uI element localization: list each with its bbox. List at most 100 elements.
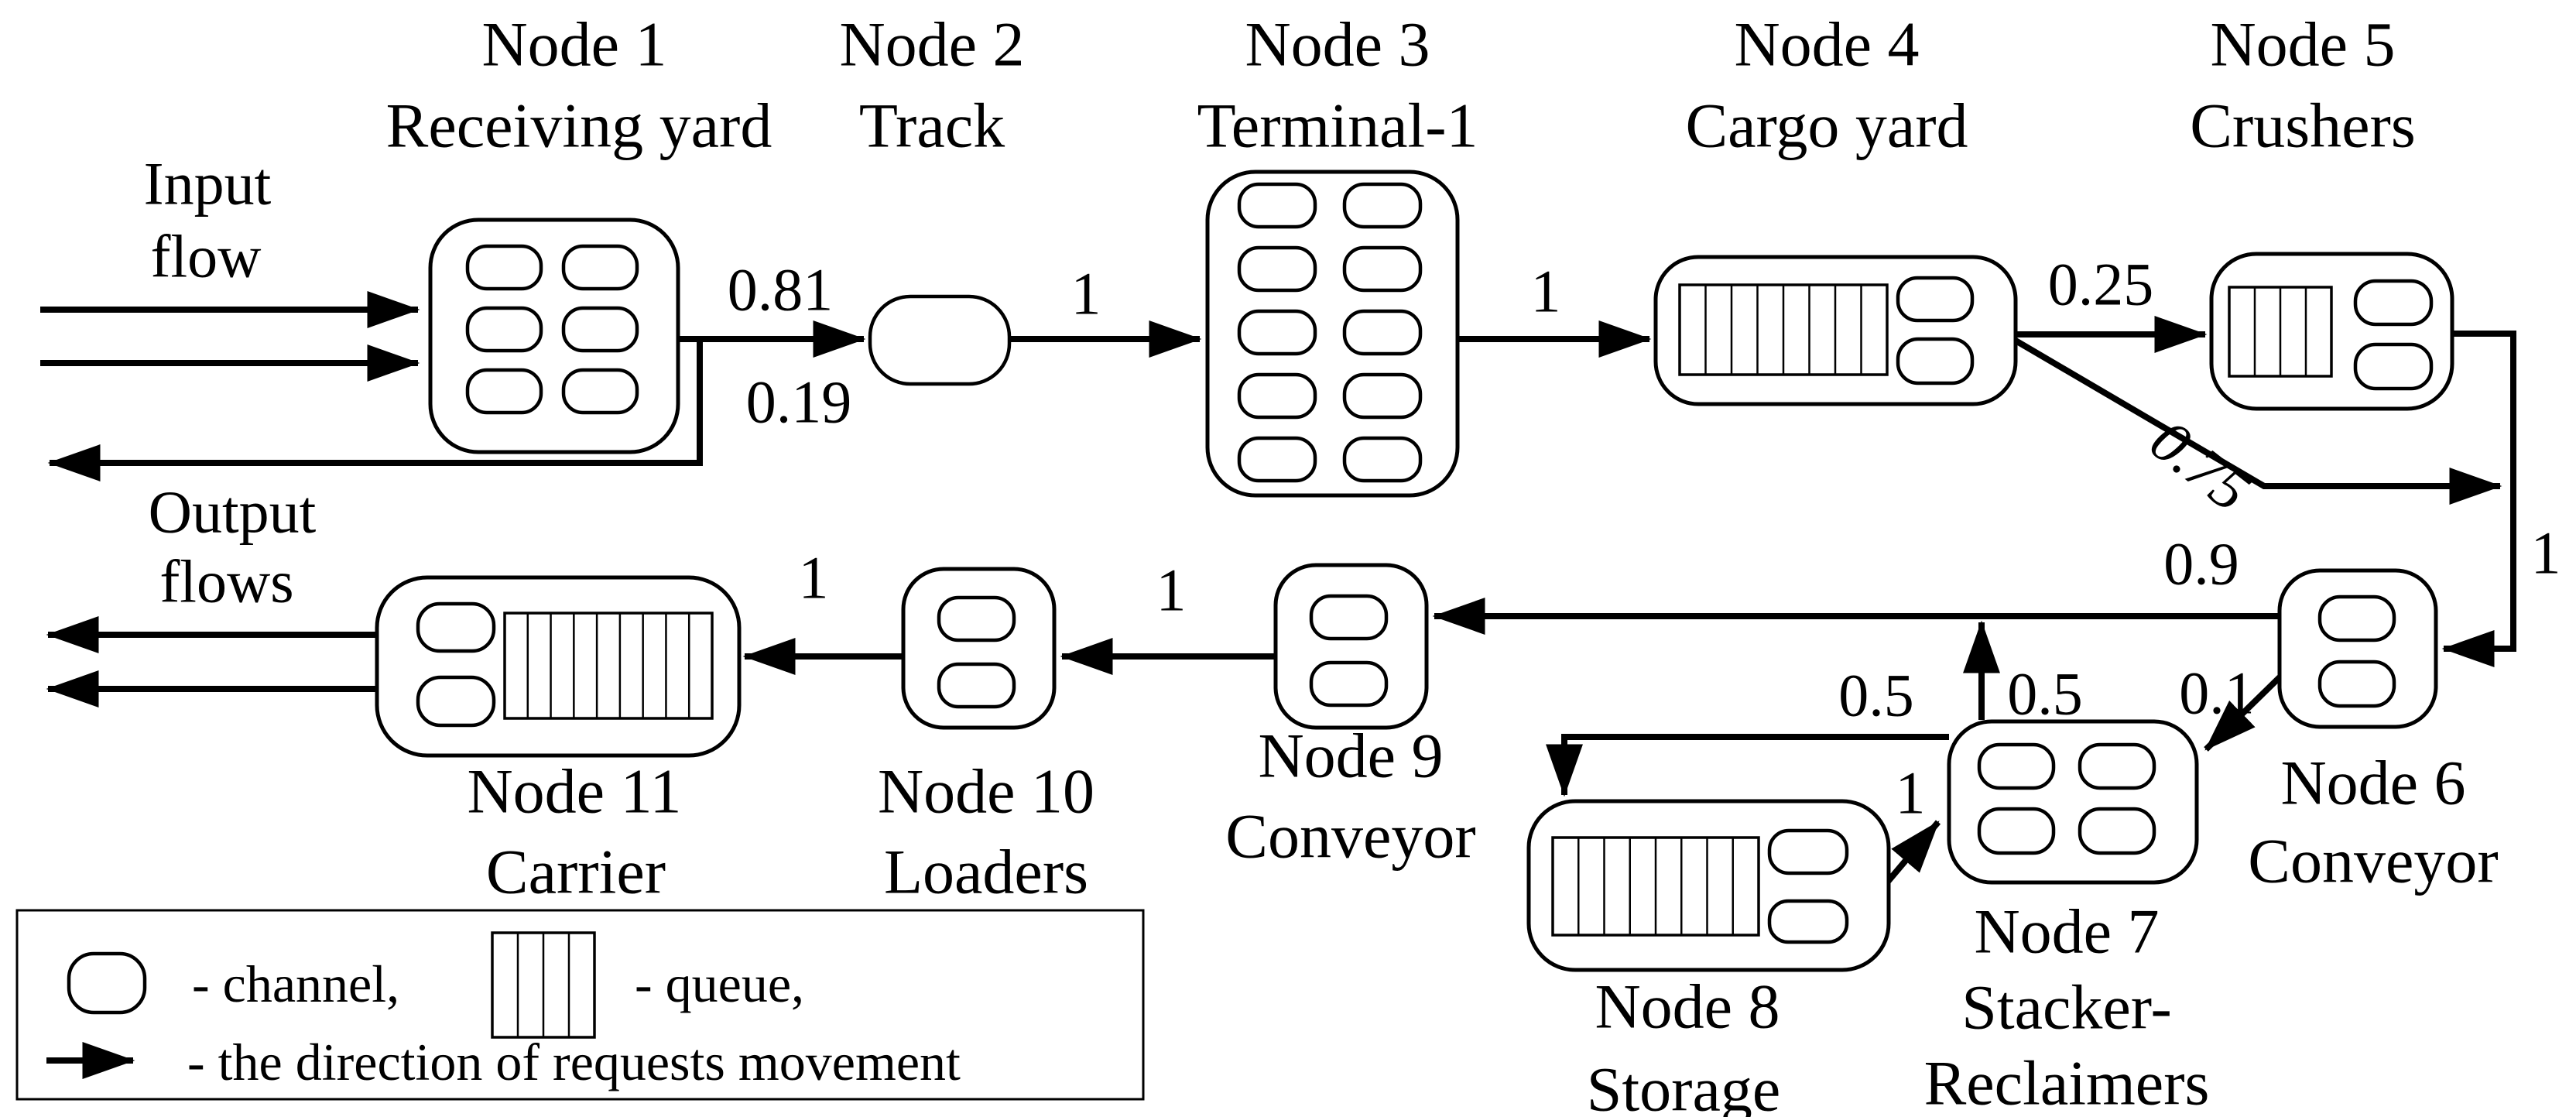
node-1-channel-icon xyxy=(465,244,543,291)
node-3-channel-icon xyxy=(1342,182,1423,229)
edge-node1-output xyxy=(47,339,703,481)
node-11-label-0: Node 11 xyxy=(467,756,681,827)
node-10-label-1: Loaders xyxy=(884,837,1088,907)
node-9-label-1: Conveyor xyxy=(1225,801,1475,872)
edge-label-node1-output: 0.19 xyxy=(746,368,852,436)
node-8-label-0: Node 8 xyxy=(1595,971,1780,1042)
node-1-label-0: Node 1 xyxy=(481,9,666,80)
edge-label-node7-node9: 0.5 xyxy=(2007,660,2083,728)
node-3-channel-icon xyxy=(1237,309,1317,356)
edge-label-node8-node7: 1 xyxy=(1896,759,1926,827)
node-10-channel-icon xyxy=(937,662,1016,709)
node-7-label-1: Stacker- xyxy=(1961,972,2172,1043)
node-9-label-0: Node 9 xyxy=(1258,721,1443,791)
edge-label-node6-node7: 0.1 xyxy=(2179,660,2255,727)
edge-label-node3-node4: 1 xyxy=(1531,258,1561,325)
node-7-label-2: Reclaimers xyxy=(1924,1048,2210,1117)
legend-box xyxy=(15,909,1145,1101)
node-1-channel-icon xyxy=(561,306,639,353)
legend-channel-icon xyxy=(67,951,147,1015)
node-11-label-1: Carrier xyxy=(486,837,666,907)
legend xyxy=(15,909,1145,1101)
node-10-label-0: Node 10 xyxy=(878,756,1094,827)
node-7-channel-icon xyxy=(1977,807,2056,855)
edge-node6-node7 xyxy=(2204,675,2282,752)
node-5-channel-icon xyxy=(2353,342,2434,391)
node-1-channel-icon xyxy=(465,368,543,415)
node-9-channel-icon xyxy=(1309,594,1389,641)
node-5 xyxy=(2209,252,2454,411)
node-8-channel-icon xyxy=(1767,899,1849,944)
node-6-channel-icon xyxy=(2317,660,2396,708)
node-2-channel-icon xyxy=(868,294,1012,386)
node-2-label-0: Node 2 xyxy=(839,9,1024,80)
node-7 xyxy=(1947,719,2199,885)
edge-label-node10-node11: 1 xyxy=(799,544,829,612)
node-3-channel-icon xyxy=(1342,372,1423,420)
node-1-channel-icon xyxy=(561,368,639,415)
input-flow-label-0: Input xyxy=(144,150,272,218)
node-9-channel-icon xyxy=(1309,660,1389,708)
node-2 xyxy=(868,294,1012,386)
edge-label-node2-node3: 1 xyxy=(1071,260,1101,327)
output-flows-label-1: flows xyxy=(159,548,293,615)
node-3-channel-icon xyxy=(1237,436,1317,483)
node-11-channel-icon xyxy=(416,675,496,728)
node-3-label-0: Node 3 xyxy=(1245,9,1430,80)
node-3-channel-icon xyxy=(1342,436,1423,483)
node-11-queue xyxy=(503,612,714,720)
node-11-channel-icon xyxy=(416,601,496,653)
edge-label-node9-node10: 1 xyxy=(1156,557,1187,624)
node-3-channel-icon xyxy=(1237,372,1317,420)
legend-label-channel: - channel, xyxy=(192,954,399,1013)
legend-label-arrow: - the direction of requests movement xyxy=(187,1033,961,1091)
node-8-channel-icon xyxy=(1767,828,1849,875)
node-5-label-0: Node 5 xyxy=(2210,9,2395,80)
node-6-label-1: Conveyor xyxy=(2248,826,2498,896)
edges-layer xyxy=(40,291,2516,885)
node-7-channel-icon xyxy=(2078,742,2156,790)
edge-node4-node6 xyxy=(2013,337,2502,505)
node-3-channel-icon xyxy=(1342,245,1423,293)
node-7-channel-icon xyxy=(2078,807,2156,855)
edge-label-node1-node2: 0.81 xyxy=(728,256,834,324)
node-1-channel-icon xyxy=(465,306,543,353)
node-4-channel-icon xyxy=(1896,276,1975,323)
edge-node5-node6 xyxy=(2441,331,2516,667)
node-10-channel-icon xyxy=(937,595,1016,642)
node-7-channel-icon xyxy=(1977,742,2056,790)
node-5-label-1: Crushers xyxy=(2190,91,2416,161)
node-2-label-1: Track xyxy=(859,91,1005,161)
node-4-label-1: Cargo yard xyxy=(1685,91,1968,161)
node-3-label-1: Terminal-1 xyxy=(1197,91,1478,161)
node-9 xyxy=(1273,563,1429,730)
legend-label-queue: - queue, xyxy=(635,954,804,1013)
edge-label-node7-node8: 0.5 xyxy=(1838,662,1914,729)
node-6-label-0: Node 6 xyxy=(2280,748,2465,818)
node-3-channel-icon xyxy=(1237,182,1317,229)
node-3-channel-icon xyxy=(1237,245,1317,293)
edge-label-node5-node6: 1 xyxy=(2531,519,2561,587)
node-5-channel-icon xyxy=(2353,279,2434,327)
node-6-channel-icon xyxy=(2317,594,2396,642)
node-8 xyxy=(1526,799,1891,972)
edge-node7-node8 xyxy=(1546,734,1949,797)
edge-label-node4-node5: 0.25 xyxy=(2048,251,2154,318)
node-4 xyxy=(1653,255,2018,406)
node-7-label-0: Node 7 xyxy=(1974,896,2159,967)
node-4-label-0: Node 4 xyxy=(1734,9,1919,80)
nodes-layer xyxy=(15,170,2454,1101)
node-1-channel-icon xyxy=(561,244,639,291)
edge-node8-node7 xyxy=(1884,820,1941,885)
node-1 xyxy=(428,218,680,454)
node-8-label-1: Storage xyxy=(1587,1054,1780,1117)
node-7-box xyxy=(1947,719,2199,885)
node-10 xyxy=(901,567,1057,730)
node-1-label-1: Receiving yard xyxy=(386,91,772,161)
node-3 xyxy=(1205,170,1460,498)
node-11 xyxy=(375,575,742,758)
output-flows-label-0: Output xyxy=(149,478,317,546)
